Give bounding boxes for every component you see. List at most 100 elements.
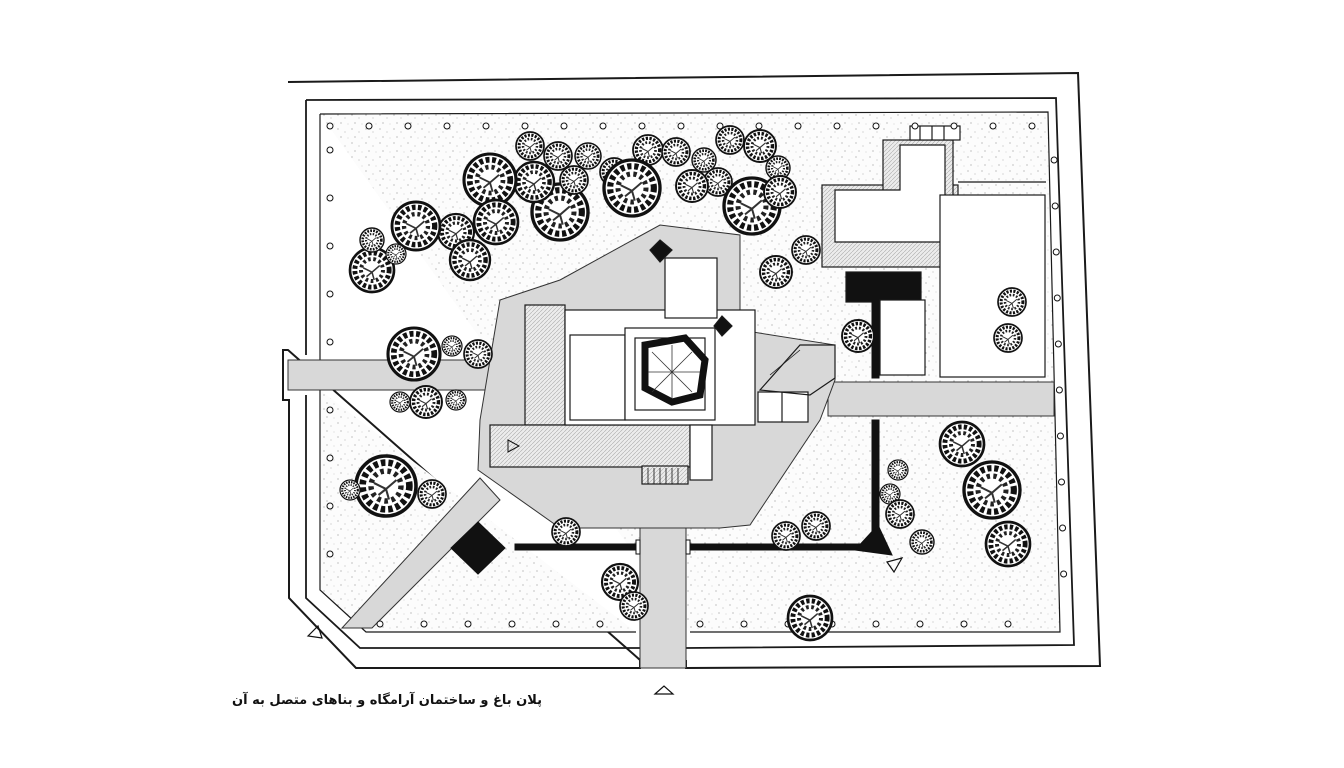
tree-icon (416, 478, 448, 510)
east-axis-path (827, 381, 1055, 417)
post-marker-icon (794, 122, 802, 130)
post-marker-icon (1058, 478, 1066, 486)
mausoleum-building (489, 239, 836, 485)
post-marker-icon (1004, 620, 1012, 628)
northeast-building (821, 125, 1046, 378)
tree-icon (788, 596, 832, 640)
post-marker-icon (1059, 524, 1067, 532)
post-marker-icon (443, 122, 451, 130)
tree-icon (618, 590, 650, 622)
tomb-star (648, 345, 700, 398)
tree-icon (338, 478, 362, 502)
sw-pool (450, 521, 506, 575)
post-marker-icon (638, 122, 646, 130)
post-marker-icon (596, 620, 604, 628)
tomb-chamber (641, 334, 709, 406)
entrance-triangle-icon (653, 685, 675, 695)
post-marker-icon (833, 122, 841, 130)
post-marker-icon (521, 122, 529, 130)
post-marker-icon (1051, 202, 1059, 210)
post-marker-icon (376, 620, 384, 628)
corner-pavilion-ne (713, 315, 733, 337)
tree-icon (514, 130, 546, 162)
tree-icon (714, 124, 746, 156)
post-marker-icon (872, 620, 880, 628)
post-marker-icon (326, 122, 334, 130)
post-marker-icon (960, 620, 968, 628)
post-marker-icon (508, 620, 516, 628)
tree-icon (660, 136, 692, 168)
tree-icon (464, 154, 516, 206)
tree-icon (986, 522, 1030, 566)
tree-icon (908, 528, 936, 556)
east-channel (871, 419, 880, 543)
tree-icon (444, 388, 468, 412)
tree-icon (996, 286, 1028, 318)
tree-icon (762, 174, 798, 210)
post-marker-icon (1060, 570, 1068, 578)
tree-icon (884, 498, 916, 530)
post-marker-icon (326, 290, 334, 298)
ne-pool (845, 271, 922, 303)
tree-icon (388, 390, 412, 414)
post-marker-icon (1028, 122, 1036, 130)
post-marker-icon (326, 550, 334, 558)
tree-icon (450, 240, 490, 280)
post-marker-icon (911, 122, 919, 130)
tree-icon (770, 520, 802, 552)
post-marker-icon (326, 502, 334, 510)
post-marker-icon (464, 620, 472, 628)
post-marker-icon (872, 122, 880, 130)
tree-icon (964, 462, 1020, 518)
plan-caption: پلان باغ و ساختمان آرامگاه و بناهای متصل… (232, 693, 542, 708)
boundary-posts (326, 122, 1068, 628)
post-marker-icon (989, 122, 997, 130)
tree-icon (758, 254, 794, 290)
south-axis-path (639, 519, 687, 669)
post-marker-icon (916, 620, 924, 628)
post-marker-icon (755, 122, 763, 130)
tree-icon (558, 164, 590, 196)
tree-icon (992, 322, 1024, 354)
post-marker-icon (740, 620, 748, 628)
post-marker-icon (696, 620, 704, 628)
southwest-diagonal-path (340, 477, 501, 629)
tree-icon (542, 140, 574, 172)
tree-icon (840, 318, 876, 354)
post-marker-icon (1055, 386, 1063, 394)
tree-icon (886, 458, 910, 482)
entrance-markers (306, 557, 904, 695)
post-marker-icon (950, 122, 958, 130)
tree-icon (550, 516, 582, 548)
post-marker-icon (552, 620, 560, 628)
tree-icon (790, 234, 822, 266)
post-marker-icon (716, 122, 724, 130)
corner-pavilion-nw (649, 239, 673, 263)
tree-icon (388, 328, 440, 380)
tree-icon (440, 334, 464, 358)
tree-icon (474, 200, 518, 244)
post-marker-icon (1056, 432, 1064, 440)
post-marker-icon (326, 406, 334, 414)
tree-icon (358, 226, 386, 254)
entrance-steps (641, 465, 689, 485)
tree-icon (392, 202, 440, 250)
tree-icon (408, 384, 444, 420)
post-marker-icon (599, 122, 607, 130)
post-marker-icon (1050, 156, 1058, 164)
tree-icon (800, 510, 832, 542)
post-marker-icon (420, 620, 428, 628)
tree-icon (384, 242, 408, 266)
tree-icon (940, 422, 984, 466)
post-marker-icon (1053, 294, 1061, 302)
post-marker-icon (560, 122, 568, 130)
post-marker-icon (326, 338, 334, 346)
tree-icon (674, 168, 710, 204)
entrance-triangle-icon (886, 557, 904, 574)
post-marker-icon (326, 242, 334, 250)
post-marker-icon (404, 122, 412, 130)
tree-icon (462, 338, 494, 370)
tree-icon (742, 128, 778, 164)
tree-icon (514, 162, 554, 202)
